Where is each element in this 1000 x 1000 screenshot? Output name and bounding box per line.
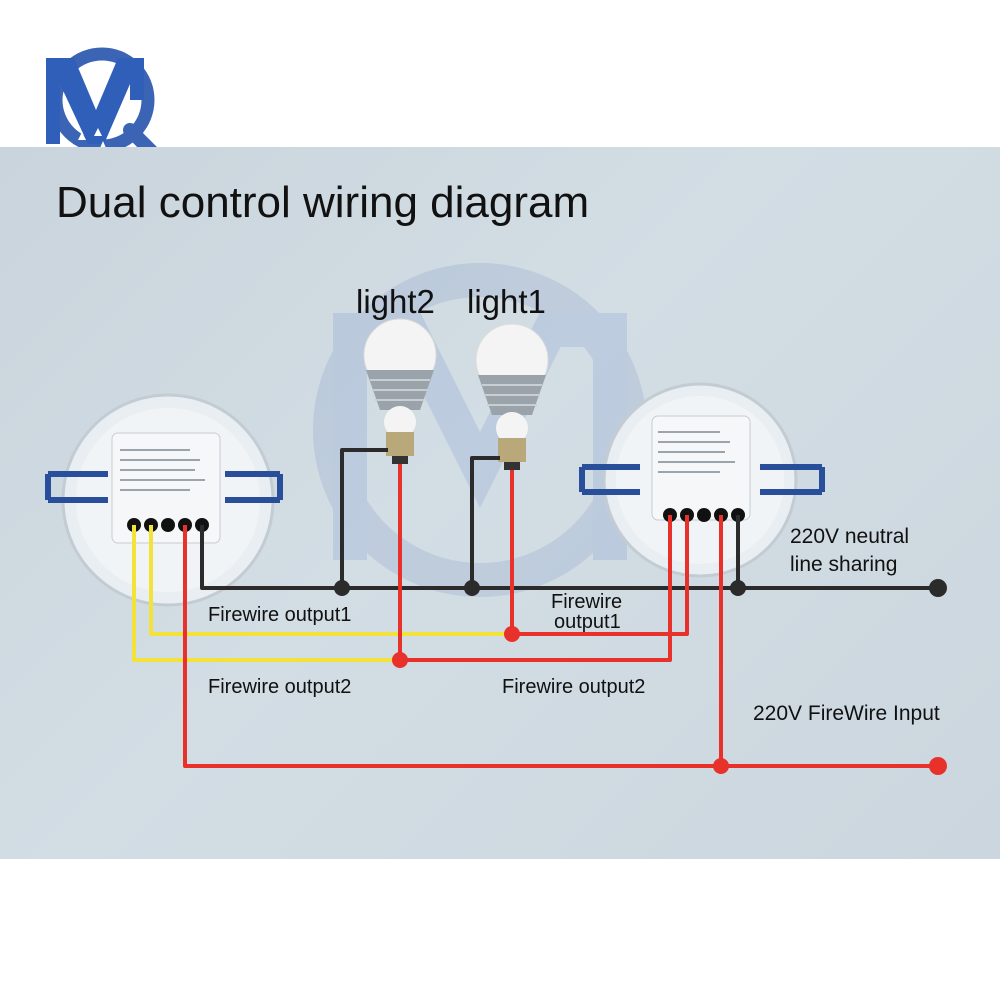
neutral-wire-main: [200, 525, 938, 590]
firewire-output1-right-line2: output1: [554, 611, 621, 633]
firewire-output1-right-line1: Firewire: [551, 591, 623, 613]
junction-firewire-input: [713, 758, 729, 774]
neutral-label-line1: 220V neutral: [790, 525, 910, 548]
left-terminal-3: [161, 518, 175, 532]
left-sensor: [45, 393, 283, 607]
light2-label: light2: [356, 283, 435, 320]
junction-neutral-sensor: [730, 580, 746, 596]
firewire-input-wire: [183, 525, 938, 768]
neutral-label: 220V neutral line sharing: [790, 523, 909, 579]
junction-output2: [392, 652, 408, 668]
firewire-output1-right-label: Firewire output1: [551, 592, 622, 632]
switched-wire-output2: [132, 525, 400, 662]
firewire-input-end: [929, 757, 947, 775]
output2-wire-light2: [398, 464, 672, 662]
firewire-output1-left-label: Firewire output1: [208, 604, 352, 626]
light1-label: light1: [467, 283, 546, 320]
junction-output1: [504, 626, 520, 642]
bulb-light2: [363, 318, 437, 464]
firewire-input-label: 220V FireWire Input: [753, 702, 940, 725]
watermark: [313, 263, 647, 597]
firewire-output2-right-label: Firewire output2: [502, 676, 646, 698]
right-sensor: [579, 382, 825, 578]
firewire-output2-left-label: Firewire output2: [208, 676, 352, 698]
junction-neutral-light2: [334, 580, 350, 596]
bulb-light1: [475, 323, 549, 470]
neutral-end: [929, 579, 947, 597]
neutral-wire-light2: [340, 448, 388, 588]
output1-wire-light1: [510, 470, 689, 636]
junction-neutral-light1: [464, 580, 480, 596]
neutral-label-line2: line sharing: [790, 553, 898, 576]
neutral-wire-light1: [470, 456, 500, 588]
switched-wire-output1: [149, 525, 512, 636]
right-terminal-3: [697, 508, 711, 522]
diagram-title: Dual control wiring diagram: [56, 178, 590, 227]
